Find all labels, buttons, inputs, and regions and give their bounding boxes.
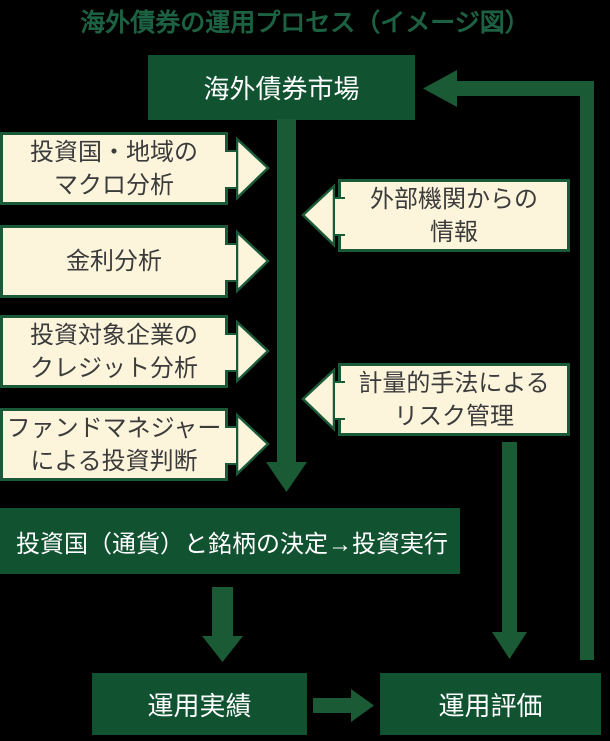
market-box-label: 海外債券市場 — [203, 74, 360, 104]
analysis-box-macro: 投資国・地域の マクロ分析 — [0, 132, 228, 205]
evaluation-box-label: 運用評価 — [438, 690, 543, 721]
external-info-line2: 情報 — [430, 218, 478, 246]
analysis-box-fund-manager-line2: による投資判断 — [30, 447, 198, 475]
analysis-box-credit-line1: 投資対象企業の — [30, 321, 198, 349]
feedback-arrowhead-icon — [423, 70, 457, 107]
analysis-box-credit-line2: クレジット分析 — [30, 354, 198, 382]
diagram-title: 海外債券の運用プロセス（イメージ図） — [80, 9, 530, 37]
decision-box-label: 投資国（通貨）と銘柄の決定→投資実行 — [16, 530, 448, 558]
analysis-box-macro-line2: マクロ分析 — [54, 171, 174, 199]
analysis-box-credit: 投資対象企業の クレジット分析 — [0, 315, 228, 388]
external-info-arrow-point-icon — [301, 183, 335, 248]
central-flow-shaft — [277, 119, 296, 463]
credit-arrow-point-icon — [236, 319, 270, 384]
external-info-line1: 外部機関からの — [370, 185, 538, 213]
interest-arrow-neck — [225, 243, 238, 282]
input-box-external-info: 外部機関からの 情報 — [338, 179, 570, 252]
input-box-risk-management: 計量的手法による リスク管理 — [338, 363, 570, 436]
result-box-label: 運用実績 — [147, 690, 252, 721]
result-to-evaluation-arrowhead-icon — [351, 689, 374, 722]
analysis-box-fund-manager-line1: ファンドマネジャー — [6, 414, 222, 442]
credit-arrow-neck — [225, 333, 238, 372]
external-info-arrow-neck — [332, 197, 345, 236]
decision-to-result-shaft — [212, 587, 233, 637]
risk-management-arrow-neck — [332, 381, 345, 420]
risk-management-line1: 計量的手法による — [358, 369, 550, 397]
decision-to-result-arrowhead-icon — [202, 636, 243, 662]
evaluation-box: 運用評価 — [380, 673, 601, 735]
result-box: 運用実績 — [92, 673, 307, 735]
risk-management-arrow-point-icon — [301, 367, 335, 432]
interest-arrow-point-icon — [236, 229, 270, 294]
risk-to-evaluation-arrowhead-icon — [492, 632, 527, 659]
analysis-box-fund-manager: ファンドマネジャー による投資判断 — [0, 408, 228, 481]
analysis-box-interest: 金利分析 — [0, 225, 228, 298]
decision-box: 投資国（通貨）と銘柄の決定→投資実行 — [0, 508, 460, 574]
analysis-box-interest-line1: 金利分析 — [66, 248, 162, 275]
feedback-arrow-top-shaft — [454, 81, 594, 96]
risk-management-line2: リスク管理 — [394, 402, 514, 430]
analysis-box-macro-line1: 投資国・地域の — [30, 138, 198, 166]
central-flow-arrowhead-icon — [266, 462, 307, 492]
feedback-arrow-right-shaft — [580, 81, 594, 660]
risk-to-evaluation-shaft — [502, 442, 517, 633]
result-to-evaluation-shaft — [313, 698, 353, 713]
macro-arrow-neck — [225, 150, 238, 189]
fund-manager-arrow-point-icon — [236, 412, 270, 477]
fund-manager-arrow-neck — [225, 426, 238, 465]
macro-arrow-point-icon — [236, 136, 270, 201]
market-box: 海外債券市場 — [148, 55, 415, 120]
